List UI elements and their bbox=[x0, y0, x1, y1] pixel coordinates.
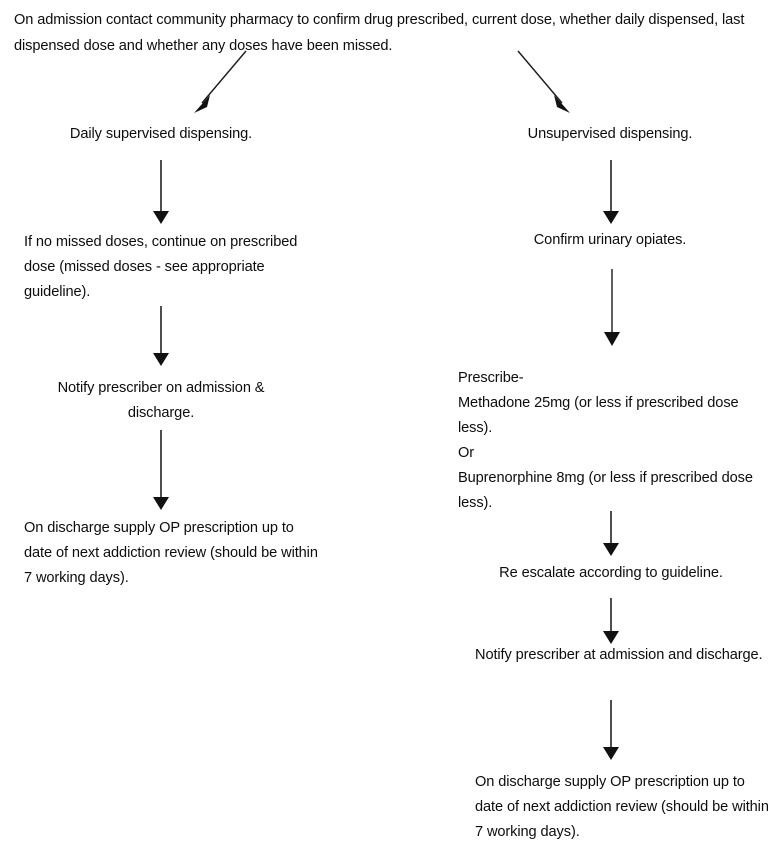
edge-confirm-urinary-opiates-to-prescribe-icon bbox=[604, 269, 620, 346]
edge-notify-prescriber-to-discharge-supply-icon bbox=[153, 430, 169, 510]
node-left-discharge-supply-op-prescription: On discharge supply OP prescription up t… bbox=[24, 520, 318, 586]
node-daily-supervised-dispensing: Daily supervised dispensing. bbox=[69, 126, 253, 142]
node-confirm-urinary-opiates: Confirm urinary opiates. bbox=[533, 232, 687, 248]
node-notify-prescriber-admission-discharge: Notify prescriber on admission & dischar… bbox=[57, 380, 265, 421]
node-re-escalate-according-to-guideline: Re escalate according to guideline. bbox=[499, 565, 723, 581]
node-unsupervised-dispensing: Unsupervised dispensing. bbox=[527, 126, 693, 142]
node-if-no-missed-doses: If no missed doses, continue on prescrib… bbox=[24, 234, 298, 300]
edge-unsupervised-to-confirm-urinary-opiates-icon bbox=[603, 160, 619, 224]
edge-daily-supervised-to-no-missed-doses-icon bbox=[153, 160, 169, 224]
edge-notify-prescriber-to-right-discharge-supply-icon bbox=[603, 700, 619, 760]
edge-no-missed-doses-to-notify-prescriber-icon bbox=[153, 306, 169, 366]
node-root-instruction: On admission contact community pharmacy … bbox=[14, 12, 745, 54]
node-prescribe-methadone-buprenorphine: Prescribe- Methadone 25mg (or less if pr… bbox=[458, 370, 753, 511]
node-right-notify-prescriber-admission-discharge: Notify prescriber at admission and disch… bbox=[475, 647, 763, 663]
edge-prescribe-to-re-escalate-icon bbox=[603, 511, 619, 556]
node-right-discharge-supply-op-prescription: On discharge supply OP prescription up t… bbox=[475, 774, 768, 840]
